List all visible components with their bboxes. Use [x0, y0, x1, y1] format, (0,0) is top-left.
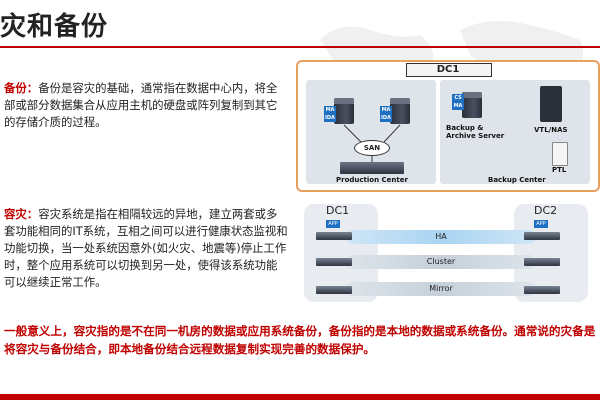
server-rack-icon	[316, 258, 352, 266]
ha-band: HA	[346, 230, 536, 244]
dc1-label: DC1	[436, 64, 460, 75]
san-oval: SAN	[354, 140, 390, 156]
backup-paragraph: 备份：备份是容灾的基础，通常指在数据中心内，将全部或部分数据集合从应用主机的硬盘…	[4, 80, 288, 131]
page-title: 灾和备份	[0, 12, 109, 42]
server-rack-icon	[316, 232, 352, 240]
ma-ida-tag: MA IDA	[324, 106, 336, 122]
ptl-label: PTL	[552, 166, 567, 174]
dc1-title: DC1	[326, 204, 350, 217]
server-icon	[334, 98, 354, 124]
app-tag: APP	[534, 220, 548, 228]
dc1-diagram: DC1 MA IDA MA IDA SAN Production Center …	[296, 60, 600, 192]
vtl-nas-icon	[540, 86, 562, 122]
dc1-dc2-diagram: DC1 DC2 APP APP HA Cluster Mirror	[296, 200, 596, 310]
backup-term: 备份：	[4, 81, 39, 95]
production-center-label: Production Center	[336, 176, 408, 184]
san-connection-lines	[343, 124, 401, 162]
server-rack-icon	[524, 232, 560, 240]
backup-center-label: Backup Center	[488, 176, 546, 184]
dr-term: 容灾：	[4, 207, 39, 221]
ma-ida-tag: MA IDA	[380, 106, 392, 122]
dc2-title: DC2	[534, 204, 558, 217]
cs-ma-tag: CS MA	[452, 94, 464, 110]
app-tag: APP	[326, 220, 340, 228]
mirror-band: Mirror	[346, 282, 536, 296]
backup-text: 备份是容灾的基础，通常指在数据中心内，将全部或部分数据集合从应用主机的硬盘或阵列…	[4, 81, 278, 129]
disaster-recovery-paragraph: 容灾：容灾系统是指在相隔较远的异地，建立两套或多套功能相同的IT系统，互相之间可…	[4, 206, 288, 291]
backup-server-label-1: Backup &	[446, 124, 484, 132]
footer-accent-bar	[0, 394, 600, 400]
backup-server-icon	[462, 92, 482, 118]
ptl-icon	[552, 142, 568, 166]
title-divider	[0, 46, 600, 48]
production-center-panel: MA IDA MA IDA SAN Production Center	[306, 80, 436, 184]
cluster-band: Cluster	[346, 255, 536, 269]
vtl-nas-label: VTL/NAS	[534, 126, 568, 134]
backup-center-panel: CS MA Backup & Archive Server VTL/NAS PT…	[440, 80, 590, 184]
storage-array-icon	[340, 162, 404, 174]
dr-text: 容灾系统是指在相隔较远的异地，建立两套或多套功能相同的IT系统，互相之间可以进行…	[4, 207, 288, 289]
dc1-label-bar	[406, 63, 492, 77]
storage-rack-icon	[316, 286, 352, 294]
backup-server-label-2: Archive Server	[446, 132, 505, 140]
summary-note: 一般意义上，容灾指的是不在同一机房的数据或应用系统备份，备份指的是本地的数据或系…	[4, 324, 596, 356]
server-rack-icon	[524, 258, 560, 266]
storage-rack-icon	[524, 286, 560, 294]
server-icon	[390, 98, 410, 124]
